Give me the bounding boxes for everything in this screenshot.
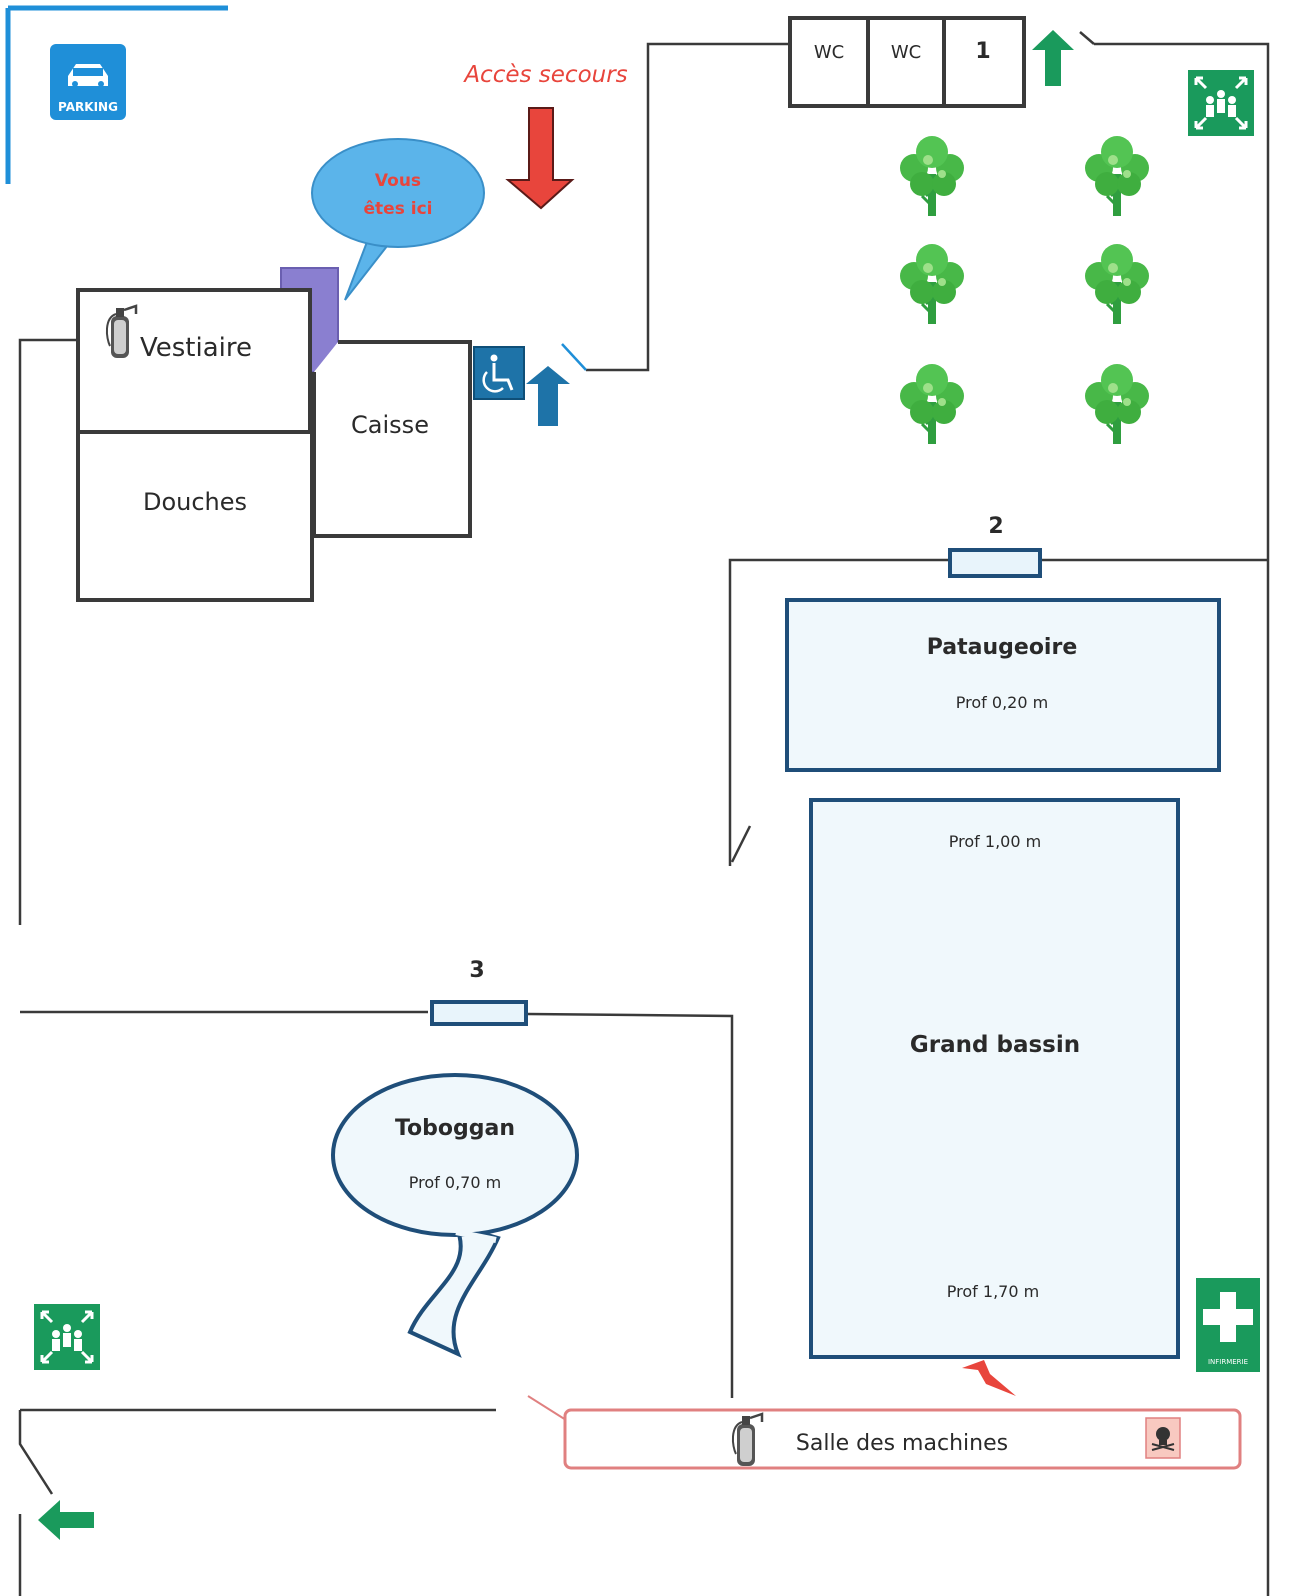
- grand-bassin-name: Grand bassin: [910, 1032, 1080, 1058]
- exit1-arrow-icon: [1032, 30, 1074, 86]
- pataugeoire-depth: Prof 0,20 m: [956, 693, 1048, 712]
- machines-label: Salle des machines: [796, 1431, 1008, 1456]
- tree-icon: [1083, 242, 1151, 326]
- assembly-point-icon: [32, 1302, 102, 1372]
- entrance-door: [561, 343, 587, 371]
- exit1-number: 1: [975, 39, 990, 64]
- assembly-point-icon: [1186, 68, 1256, 138]
- parking-area: PARKING: [5, 5, 228, 184]
- machines-door: [527, 1395, 567, 1421]
- parking-label: PARKING: [58, 100, 118, 114]
- grand-bassin-depth-deep: Prof 1,70 m: [947, 1282, 1039, 1301]
- exit-left-arrow-icon: [38, 1500, 94, 1540]
- douches-label: Douches: [143, 488, 247, 516]
- you-are-here-bubble: Vous êtes ici: [311, 138, 485, 301]
- tree-icon: [1083, 134, 1151, 218]
- tree-icon: [898, 242, 966, 326]
- exit2-door: [948, 548, 1042, 578]
- you-are-here-line1: Vous: [375, 171, 421, 191]
- lightning-icon: [962, 1360, 1016, 1396]
- pataugeoire-name: Pataugeoire: [927, 635, 1078, 660]
- outer-walls: [18, 42, 1270, 1596]
- tree-icon: [898, 362, 966, 446]
- caisse-room: [312, 340, 472, 538]
- douches-room: [76, 430, 314, 602]
- you-are-here-line2: êtes ici: [364, 199, 433, 219]
- door-swing: [730, 825, 752, 863]
- tree-icon: [1083, 362, 1151, 446]
- pataugeoire-pool: [785, 598, 1221, 772]
- tree-icon: [898, 134, 966, 218]
- machines-room: [563, 1408, 1242, 1470]
- exit1-door-swing: [1079, 31, 1095, 45]
- caisse-label: Caisse: [351, 411, 429, 439]
- emergency-access-arrow-icon: [505, 107, 575, 210]
- wc1-label: WC: [814, 42, 844, 63]
- grand-bassin-pool: [809, 798, 1180, 1359]
- entrance-arrow-icon: [526, 366, 570, 426]
- skull-danger-icon: [1145, 1417, 1181, 1459]
- toboggan-name: Toboggan: [395, 1116, 515, 1141]
- exit2-number: 2: [988, 514, 1003, 539]
- wc2-label: WC: [891, 42, 921, 63]
- first-aid-label: INFIRMERIE: [1208, 1358, 1248, 1366]
- exit3-number: 3: [469, 958, 484, 983]
- building-block: [76, 288, 472, 602]
- emergency-access-label: Accès secours: [462, 62, 627, 88]
- car-icon: [50, 44, 126, 120]
- wc-block: [788, 16, 1026, 108]
- vestiaire-label: Vestiaire: [140, 333, 252, 363]
- toboggan-pool: [331, 1073, 579, 1358]
- first-aid-cross-icon: [1196, 1278, 1260, 1372]
- grand-bassin-depth-shallow: Prof 1,00 m: [949, 832, 1041, 851]
- wheelchair-icon: [473, 346, 525, 400]
- toboggan-depth: Prof 0,70 m: [409, 1173, 501, 1192]
- exit3-door: [430, 1000, 528, 1026]
